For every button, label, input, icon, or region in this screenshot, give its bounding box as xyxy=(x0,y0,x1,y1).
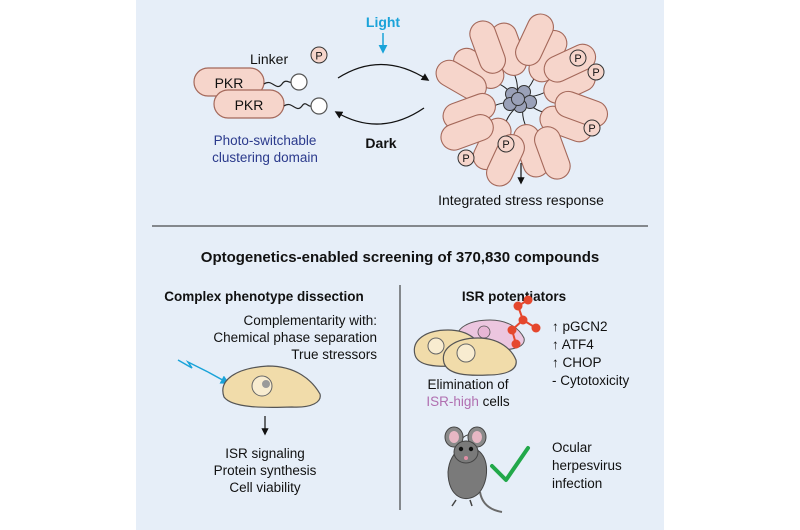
pkr-construct-unit-2: PKR xyxy=(213,89,328,119)
light-label: Light xyxy=(366,14,401,30)
left-heading: Complex phenotype dissection xyxy=(164,289,364,304)
isr-label: Integrated stress response xyxy=(438,192,604,208)
svg-text:P: P xyxy=(462,153,469,165)
svg-text:P: P xyxy=(588,123,595,135)
pkr-domain xyxy=(213,89,285,119)
screening-title: Optogenetics-enabled screening of 370,83… xyxy=(201,249,599,266)
mouse-icon xyxy=(444,426,503,513)
marker-chop: ↑ CHOP xyxy=(552,355,602,370)
mouse-outcome-line-1: Ocular xyxy=(552,440,592,455)
cluster-phosphate-badge: P xyxy=(587,63,605,81)
linker-line xyxy=(283,103,313,110)
pkr-construct-unit-1: PKR xyxy=(193,67,308,97)
phosphate-badge: P xyxy=(310,46,328,64)
svg-text:P: P xyxy=(502,139,509,151)
marker-pgcn2: ↑ pGCN2 xyxy=(552,319,608,334)
cells-label: cells xyxy=(483,394,510,409)
cluster-pkr-domain xyxy=(486,134,525,187)
marker-atf4: ↑ ATF4 xyxy=(552,337,594,352)
cluster-pkr-domain xyxy=(515,13,554,66)
cell-group xyxy=(413,319,525,376)
complementarity-line-2: Chemical phase separation xyxy=(213,330,377,345)
dark-label: Dark xyxy=(365,135,396,151)
cluster-pkr-domain xyxy=(469,20,506,74)
clustering-domain xyxy=(290,73,308,91)
linker-label: Linker xyxy=(250,51,288,67)
complementarity-line-3: True stressors xyxy=(291,347,377,362)
svg-text:P: P xyxy=(574,53,581,65)
right-heading: ISR potentiators xyxy=(462,289,566,304)
cluster-phosphate-badge: P xyxy=(569,49,587,67)
cluster-core xyxy=(503,85,537,113)
light-stimulus-arrow xyxy=(207,371,230,384)
forward-arrow xyxy=(337,63,430,81)
svg-text:P: P xyxy=(315,51,322,63)
cluster-phosphate-badge: P xyxy=(497,135,515,153)
output-line-3: Cell viability xyxy=(229,480,301,495)
complementarity-line-1: Complementarity with: xyxy=(243,313,377,328)
checkmark-icon xyxy=(490,446,530,482)
output-line-2: Protein synthesis xyxy=(214,463,317,478)
cluster-pkr-pair xyxy=(472,106,525,187)
photo-switch-label-line2: clustering domain xyxy=(212,150,318,165)
cluster-pkr-domain xyxy=(554,90,609,128)
treated-cell xyxy=(222,365,321,409)
cluster-pkr-domain xyxy=(534,126,571,180)
cluster-pkr-pair xyxy=(435,47,514,101)
light-zigzag xyxy=(177,359,209,373)
marker-cytotoxicity: - Cytotoxicity xyxy=(552,373,630,388)
cluster-pkr-pair xyxy=(515,13,568,94)
elimination-line-2: ISR-high cells xyxy=(426,394,510,409)
pkr-label: PKR xyxy=(215,75,244,91)
mouse-outcome-line-3: infection xyxy=(552,476,602,491)
reverse-arrow xyxy=(334,107,425,125)
cluster-pkr-pair xyxy=(512,107,571,180)
output-line-1: ISR signaling xyxy=(225,446,305,461)
linker-line xyxy=(263,80,293,88)
svg-text:P: P xyxy=(592,67,599,79)
cluster-pkr-domain xyxy=(440,114,494,151)
isr-high-label: ISR-high xyxy=(426,394,479,409)
cluster-phosphate-badge: P xyxy=(457,149,475,167)
elimination-line-1: Elimination of xyxy=(427,377,508,392)
pkr-label: PKR xyxy=(235,97,264,113)
clustering-domain xyxy=(310,97,328,115)
cluster-pkr-pair xyxy=(440,92,513,151)
photo-switch-label-line1: Photo-switchable xyxy=(214,133,317,148)
molecule-icon xyxy=(507,295,541,349)
mouse-outcome-line-2: herpesvirus xyxy=(552,458,622,473)
cluster-phosphate-badge: P xyxy=(583,119,601,137)
